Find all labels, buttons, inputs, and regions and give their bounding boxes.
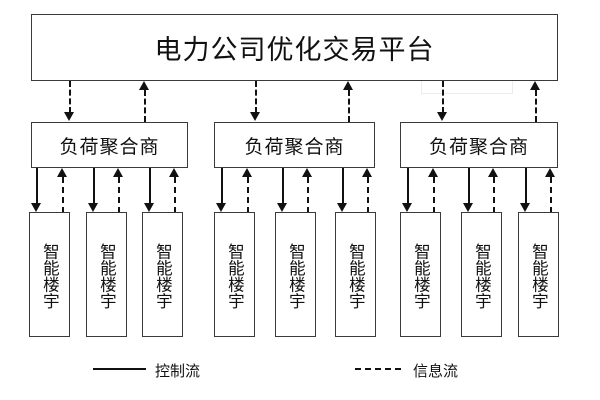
info-flow-up-b1	[62, 177, 64, 213]
info-flow-up-agg1-arrowhead	[139, 81, 149, 90]
info-flow-down-agg2	[255, 81, 257, 113]
control-flow-down-b6-arrowhead	[337, 203, 347, 212]
legend-information-flow-line	[355, 368, 401, 370]
info-flow-up-agg3-arrowhead	[530, 81, 540, 90]
info-flow-up-b4-arrowhead	[242, 168, 252, 177]
control-flow-down-b2	[93, 168, 95, 204]
building-box-1: 智能楼宇	[29, 212, 70, 337]
building-label-2: 智能楼宇	[97, 242, 117, 309]
control-flow-down-b9	[525, 168, 527, 204]
building-box-3: 智能楼宇	[142, 212, 183, 337]
info-flow-down-agg2-arrowhead	[250, 112, 260, 121]
info-flow-up-b9-arrowhead	[545, 168, 555, 177]
control-flow-down-b4-arrowhead	[216, 203, 226, 212]
info-flow-up-b4	[247, 177, 249, 213]
info-flow-up-b5-arrowhead	[302, 168, 312, 177]
info-flow-up-b2	[118, 177, 120, 213]
building-label-8: 智能楼宇	[472, 242, 492, 309]
building-box-6: 智能楼宇	[335, 212, 376, 337]
building-box-2: 智能楼宇	[86, 212, 127, 337]
building-box-5: 智能楼宇	[275, 212, 316, 337]
info-flow-up-b1-arrowhead	[57, 168, 67, 177]
control-flow-down-b8-arrowhead	[463, 203, 473, 212]
control-flow-down-b9-arrowhead	[520, 203, 530, 212]
control-flow-down-b7-arrowhead	[402, 203, 412, 212]
control-flow-down-b1-arrowhead	[31, 203, 41, 212]
info-flow-down-agg1-arrowhead	[64, 112, 74, 121]
control-flow-down-b8	[468, 168, 470, 204]
building-box-7: 智能楼宇	[400, 212, 441, 337]
info-flow-up-b8	[493, 177, 495, 213]
control-flow-down-b7	[407, 168, 409, 204]
control-flow-down-b1	[36, 168, 38, 204]
control-flow-down-b5-arrowhead	[277, 203, 287, 212]
info-flow-up-b2-arrowhead	[113, 168, 123, 177]
building-label-9: 智能楼宇	[529, 242, 549, 309]
building-box-4: 智能楼宇	[214, 212, 255, 337]
info-flow-up-agg3	[535, 90, 537, 122]
info-flow-down-agg1	[69, 81, 71, 113]
info-flow-up-agg2	[348, 90, 350, 122]
control-flow-down-b3-arrowhead	[144, 203, 154, 212]
info-flow-up-b8-arrowhead	[488, 168, 498, 177]
platform-box: 电力公司优化交易平台	[31, 14, 558, 81]
building-label-1: 智能楼宇	[40, 242, 60, 309]
legend-information-flow-label: 信息流	[413, 362, 459, 380]
legend-control-flow-line	[93, 368, 146, 370]
aggregator-label-3: 负荷聚合商	[428, 135, 529, 158]
info-flow-up-b7	[433, 177, 435, 213]
aggregator-label-1: 负荷聚合商	[59, 135, 160, 158]
stray-selection-artifact	[421, 80, 513, 94]
control-flow-down-b6	[342, 168, 344, 204]
control-flow-down-b3	[149, 168, 151, 204]
building-label-3: 智能楼宇	[153, 242, 173, 309]
aggregator-box-2: 负荷聚合商	[214, 122, 375, 168]
info-flow-up-agg2-arrowhead	[343, 81, 353, 90]
info-flow-up-b3-arrowhead	[169, 168, 179, 177]
control-flow-down-b2-arrowhead	[88, 203, 98, 212]
platform-label: 电力公司优化交易平台	[154, 35, 435, 66]
building-box-8: 智能楼宇	[461, 212, 502, 337]
legend-control-flow-label: 控制流	[155, 362, 201, 380]
info-flow-down-agg3-arrowhead	[437, 112, 447, 121]
info-flow-up-b3	[174, 177, 176, 213]
building-label-7: 智能楼宇	[411, 242, 431, 309]
building-box-9: 智能楼宇	[518, 212, 559, 337]
control-flow-down-b5	[282, 168, 284, 204]
building-label-5: 智能楼宇	[286, 242, 306, 309]
info-flow-up-b6-arrowhead	[362, 168, 372, 177]
info-flow-up-b5	[307, 177, 309, 213]
control-flow-down-b4	[221, 168, 223, 204]
info-flow-up-b9	[550, 177, 552, 213]
info-flow-up-b7-arrowhead	[428, 168, 438, 177]
aggregator-label-2: 负荷聚合商	[244, 135, 345, 158]
aggregator-box-3: 负荷聚合商	[400, 122, 558, 168]
info-flow-down-agg3	[442, 81, 444, 113]
info-flow-up-agg1	[144, 90, 146, 122]
aggregator-box-1: 负荷聚合商	[31, 122, 188, 168]
info-flow-up-b6	[367, 177, 369, 213]
building-label-4: 智能楼宇	[225, 242, 245, 309]
building-label-6: 智能楼宇	[346, 242, 366, 309]
